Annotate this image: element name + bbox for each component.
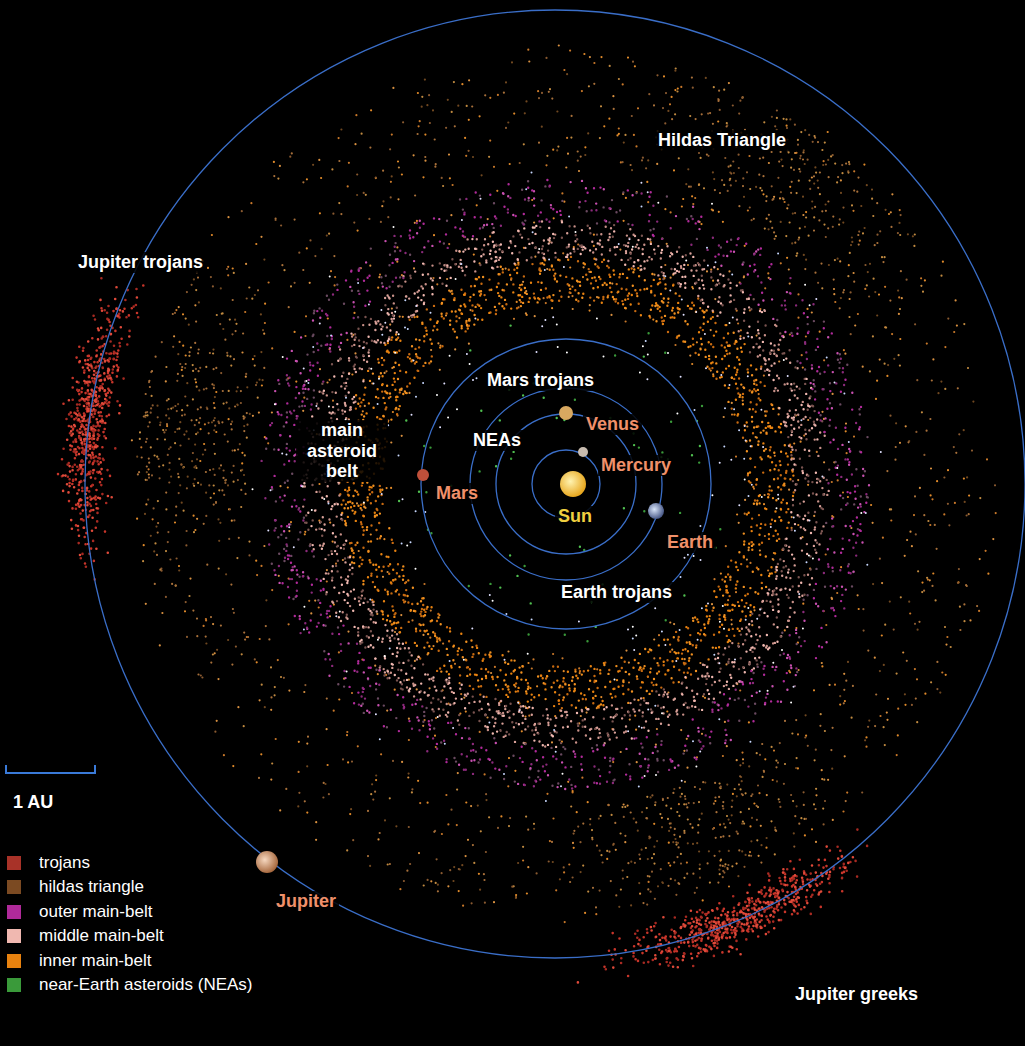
asteroid-dot-group: [303, 222, 817, 747]
legend-swatch: [7, 978, 21, 992]
legend-swatch: [7, 856, 21, 870]
mars-orbit: [421, 339, 711, 629]
jupiter-planet: [256, 851, 278, 873]
legend-text: outer main-belt: [39, 902, 152, 922]
asteroid-dot-group: [132, 46, 993, 903]
asteroid-dot-group: [58, 286, 844, 977]
asteroid-dot-group: [340, 257, 793, 711]
sun: [560, 471, 586, 497]
legend-text: hildas triangle: [39, 877, 144, 897]
map-label: Jupiter greeks: [792, 984, 921, 1005]
map-label: main asteroid belt: [296, 420, 388, 482]
map-label: Jupiter trojans: [75, 252, 206, 273]
map-label: Mercury: [598, 455, 674, 476]
mercury-planet: [578, 447, 588, 457]
legend-row: near-Earth asteroids (NEAs): [7, 974, 253, 996]
scale-bar-line: [6, 765, 95, 773]
map-label: Venus: [583, 414, 642, 435]
earth-planet: [648, 503, 664, 519]
mars-planet: [417, 469, 429, 481]
legend-text: near-Earth asteroids (NEAs): [39, 975, 253, 995]
scale-bar: [6, 765, 95, 773]
asteroid-dot-group: [262, 187, 867, 789]
legend-swatch: [7, 905, 21, 919]
legend-row: inner main-belt: [7, 950, 151, 972]
asteroid-dot-group: [266, 181, 868, 786]
asteroid-dot-group: [141, 50, 995, 922]
legend-row: trojans: [7, 852, 90, 874]
legend-row: middle main-belt: [7, 925, 164, 947]
legend-text: trojans: [39, 853, 90, 873]
map-label: Earth: [664, 532, 716, 553]
asteroid-dot-group: [138, 78, 977, 908]
asteroid-dot-group: [339, 259, 793, 708]
asteroid-dot-group: [340, 260, 792, 708]
asteroid-dot-group: [302, 221, 827, 747]
map-label: Hildas Triangle: [655, 130, 789, 151]
map-label: Sun: [555, 506, 595, 527]
asteroid-dot-group: [424, 333, 720, 641]
asteroid-dot-group: [304, 225, 829, 743]
asteroid-dots: [58, 46, 996, 983]
map-label: Earth trojans: [558, 582, 675, 603]
asteroid-dot-group: [270, 180, 866, 787]
orbits: [85, 10, 1025, 958]
map-label: 1 AU: [10, 792, 56, 813]
asteroid-dot-group: [137, 62, 973, 906]
asteroid-dot-group: [146, 58, 995, 905]
legend-text: inner main-belt: [39, 951, 151, 971]
map-label: Mars trojans: [484, 370, 597, 391]
legend-row: outer main-belt: [7, 901, 152, 923]
asteroid-dot-group: [253, 203, 862, 776]
legend-row: hildas triangle: [7, 876, 144, 898]
map-label: NEAs: [470, 430, 524, 451]
asteroid-dot-group: [266, 181, 869, 789]
map-label: Jupiter: [273, 891, 339, 912]
earth-orbit: [470, 388, 662, 580]
asteroid-dot-group: [62, 278, 867, 969]
asteroid-dot-group: [268, 183, 881, 786]
asteroid-dot-group: [137, 54, 988, 913]
asteroid-dot-group: [399, 326, 715, 627]
legend-swatch: [7, 880, 21, 894]
legend-swatch: [7, 954, 21, 968]
map-label: Mars: [433, 483, 481, 504]
jupiter-orbit: [85, 10, 1025, 958]
legend-text: middle main-belt: [39, 926, 164, 946]
legend-swatch: [7, 929, 21, 943]
asteroid-dot-group: [63, 287, 853, 982]
asteroid-dot-group: [304, 172, 867, 801]
venus-planet: [559, 406, 573, 420]
